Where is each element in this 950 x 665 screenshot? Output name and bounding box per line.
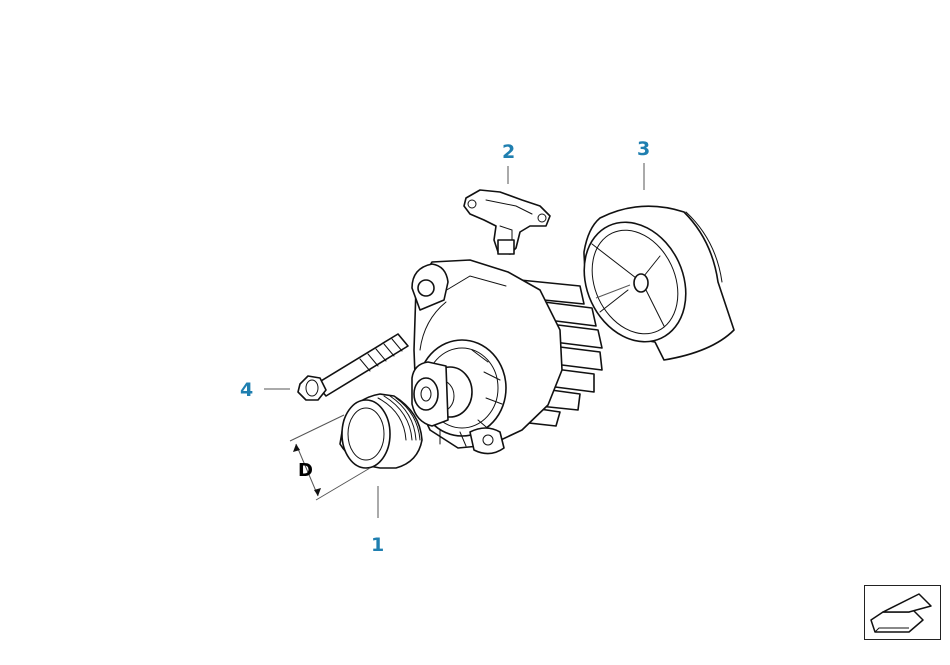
part-2-voltage-regulator[interactable] — [463, 189, 551, 255]
return-arrow-icon — [870, 593, 932, 633]
part-1-pulley[interactable] — [339, 393, 423, 469]
alternator-body — [411, 259, 603, 455]
return-button[interactable] — [864, 585, 941, 640]
part-4-mounting-bolt[interactable] — [297, 333, 409, 401]
callout-1[interactable]: 1 — [371, 534, 384, 556]
leader-line-duct — [595, 284, 631, 299]
callout-4[interactable]: 4 — [240, 379, 253, 401]
callout-2[interactable]: 2 — [502, 141, 515, 163]
dimension-d: D — [289, 414, 371, 501]
callout-3[interactable]: 3 — [637, 138, 650, 160]
dimension-label: D — [298, 460, 313, 481]
part-3-air-duct[interactable] — [565, 205, 735, 361]
